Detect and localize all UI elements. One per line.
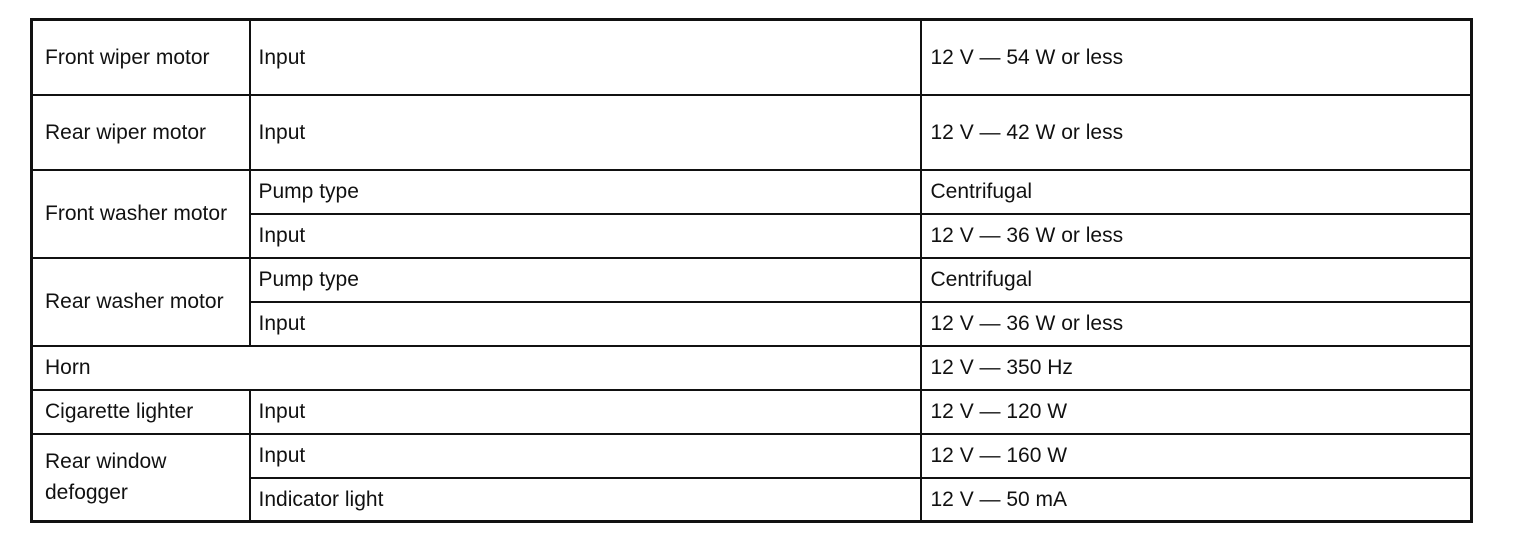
table-row: Input 12 V — 36 W or less: [32, 300, 1473, 347]
table-row: Front wiper motor Input 12 V — 54 W or l…: [30, 18, 1473, 96]
table-row: Front washer motor Pump type Centrifugal: [30, 168, 1473, 259]
table-row: Input 12 V — 36 W or less: [32, 212, 1473, 259]
value-cell: 12 V — 50 mA: [919, 476, 1473, 523]
value-cell: 12 V — 36 W or less: [919, 212, 1473, 259]
value-cell: 12 V — 54 W or less: [919, 18, 1473, 96]
item-cell: Input: [248, 300, 922, 347]
value-cell: 12 V — 42 W or less: [919, 93, 1473, 171]
component-cell: Rear washer motor: [30, 256, 251, 347]
specifications-table: Front wiper motor Input 12 V — 54 W or l…: [30, 18, 1473, 523]
table-row: Rear wiper motor Input 12 V — 42 W or le…: [30, 93, 1473, 171]
table-row: Indicator light 12 V — 50 mA: [32, 476, 1473, 523]
value-cell: 12 V — 160 W: [919, 432, 1473, 479]
table-row: Cigarette lighter Input 12 V — 120 W: [30, 388, 1473, 435]
component-cell: Horn: [30, 344, 922, 391]
item-cell: Input: [248, 93, 922, 171]
item-cell: Pump type: [248, 256, 922, 303]
component-cell: Front washer motor: [30, 168, 251, 259]
table-row: Rear washer motor Pump type Centrifugal: [30, 256, 1473, 347]
value-cell: Centrifugal: [919, 256, 1473, 303]
item-cell: Indicator light: [248, 476, 922, 523]
table-row: Horn 12 V — 350 Hz: [30, 344, 1473, 391]
component-cell: Rear wiper motor: [30, 93, 251, 171]
value-cell: 12 V — 120 W: [919, 388, 1473, 435]
value-cell: 12 V — 36 W or less: [919, 300, 1473, 347]
component-cell: Front wiper motor: [30, 18, 251, 96]
item-cell: Pump type: [248, 168, 922, 215]
item-cell: Input: [248, 18, 922, 96]
component-cell: Cigarette lighter: [30, 388, 251, 435]
value-cell: Centrifugal: [919, 168, 1473, 215]
component-cell: Rear window defogger: [30, 432, 251, 523]
value-cell: 12 V — 350 Hz: [919, 344, 1473, 391]
item-cell: Input: [248, 212, 922, 259]
item-cell: Input: [248, 388, 922, 435]
table-row: Rear window defogger Input 12 V — 160 W: [30, 432, 1473, 523]
item-cell: Input: [248, 432, 922, 479]
